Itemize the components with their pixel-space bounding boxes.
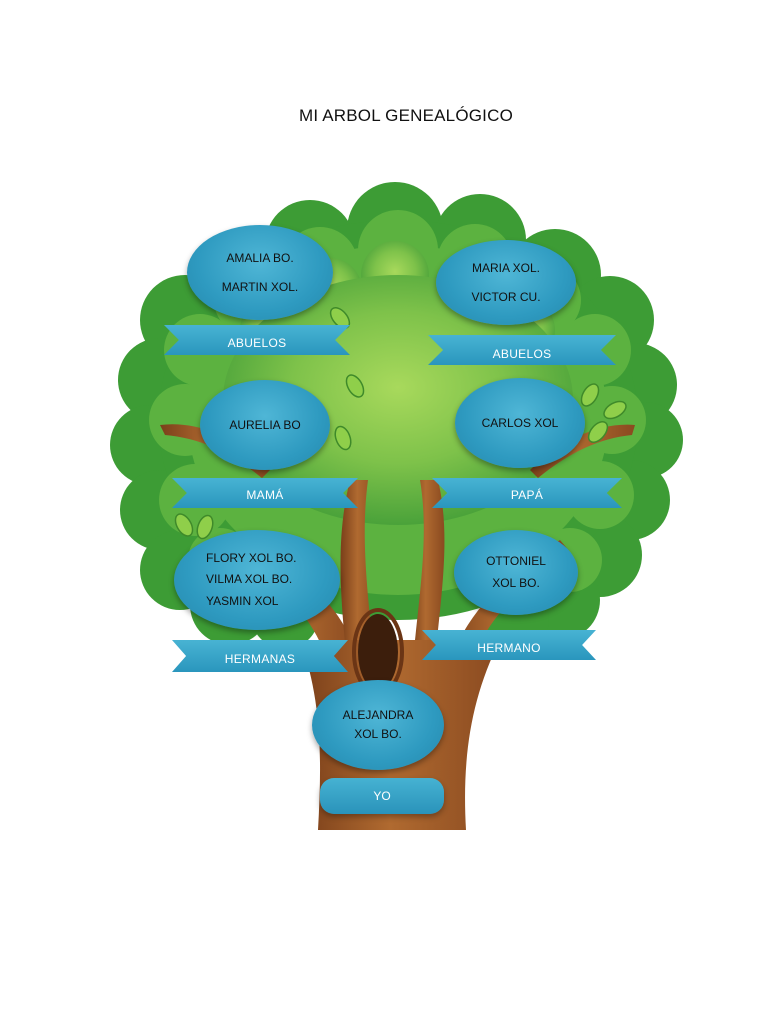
ribbon-label: HERMANO (477, 641, 541, 655)
mama-node: AURELIA BO (200, 380, 330, 470)
member-name: VILMA XOL BO. (206, 572, 293, 587)
leaf-decorations (174, 307, 627, 540)
yo-label: YO (373, 789, 391, 803)
abuelos-right-ribbon: ABUELOS (428, 335, 616, 365)
papa-ribbon: PAPÁ (432, 478, 622, 508)
member-name: AMALIA BO. (226, 250, 294, 265)
mama-ribbon: MAMÁ (172, 478, 358, 508)
abuelos-maternos-node: AMALIA BO. MARTIN XOL. (187, 225, 333, 320)
member-name: ALEJANDRA (342, 707, 414, 722)
member-name: XOL BO. (354, 727, 402, 741)
member-name: CARLOS XOL (481, 415, 559, 430)
yo-label-box: YO (320, 778, 444, 814)
ribbon-label: PAPÁ (510, 488, 544, 503)
ribbon-label: ABUELOS (227, 336, 287, 350)
page-title: MI ARBOL GENEALÓGICO (298, 106, 514, 125)
member-name: MARIA XOL. (471, 260, 541, 275)
member-name: OTTONIEL (486, 553, 546, 568)
member-name: FLORY XOL BO. (206, 550, 297, 565)
hermano-ribbon: HERMANO (422, 630, 596, 660)
member-name: MARTIN XOL. (221, 279, 299, 294)
hermanas-ribbon: HERMANAS (172, 640, 348, 672)
hermanas-node: FLORY XOL BO. VILMA XOL BO. YASMIN XOL (174, 530, 340, 630)
member-name: AURELIA BO (229, 417, 301, 432)
hermano-node: OTTONIEL XOL BO. (454, 530, 578, 615)
ribbon-label: ABUELOS (492, 346, 552, 361)
yo-node: ALEJANDRA XOL BO. (312, 680, 444, 770)
member-name: VICTOR CU. (471, 289, 541, 304)
trunk-hollow (358, 614, 398, 690)
ribbon-label: MAMÁ (246, 488, 284, 503)
member-name: XOL BO. (492, 575, 540, 590)
ribbon-label: HERMANAS (224, 652, 296, 667)
member-name: YASMIN XOL (206, 593, 279, 608)
abuelos-left-ribbon: ABUELOS (164, 325, 350, 355)
abuelos-paternos-node: MARIA XOL. VICTOR CU. (436, 240, 576, 325)
papa-node: CARLOS XOL (455, 378, 585, 468)
